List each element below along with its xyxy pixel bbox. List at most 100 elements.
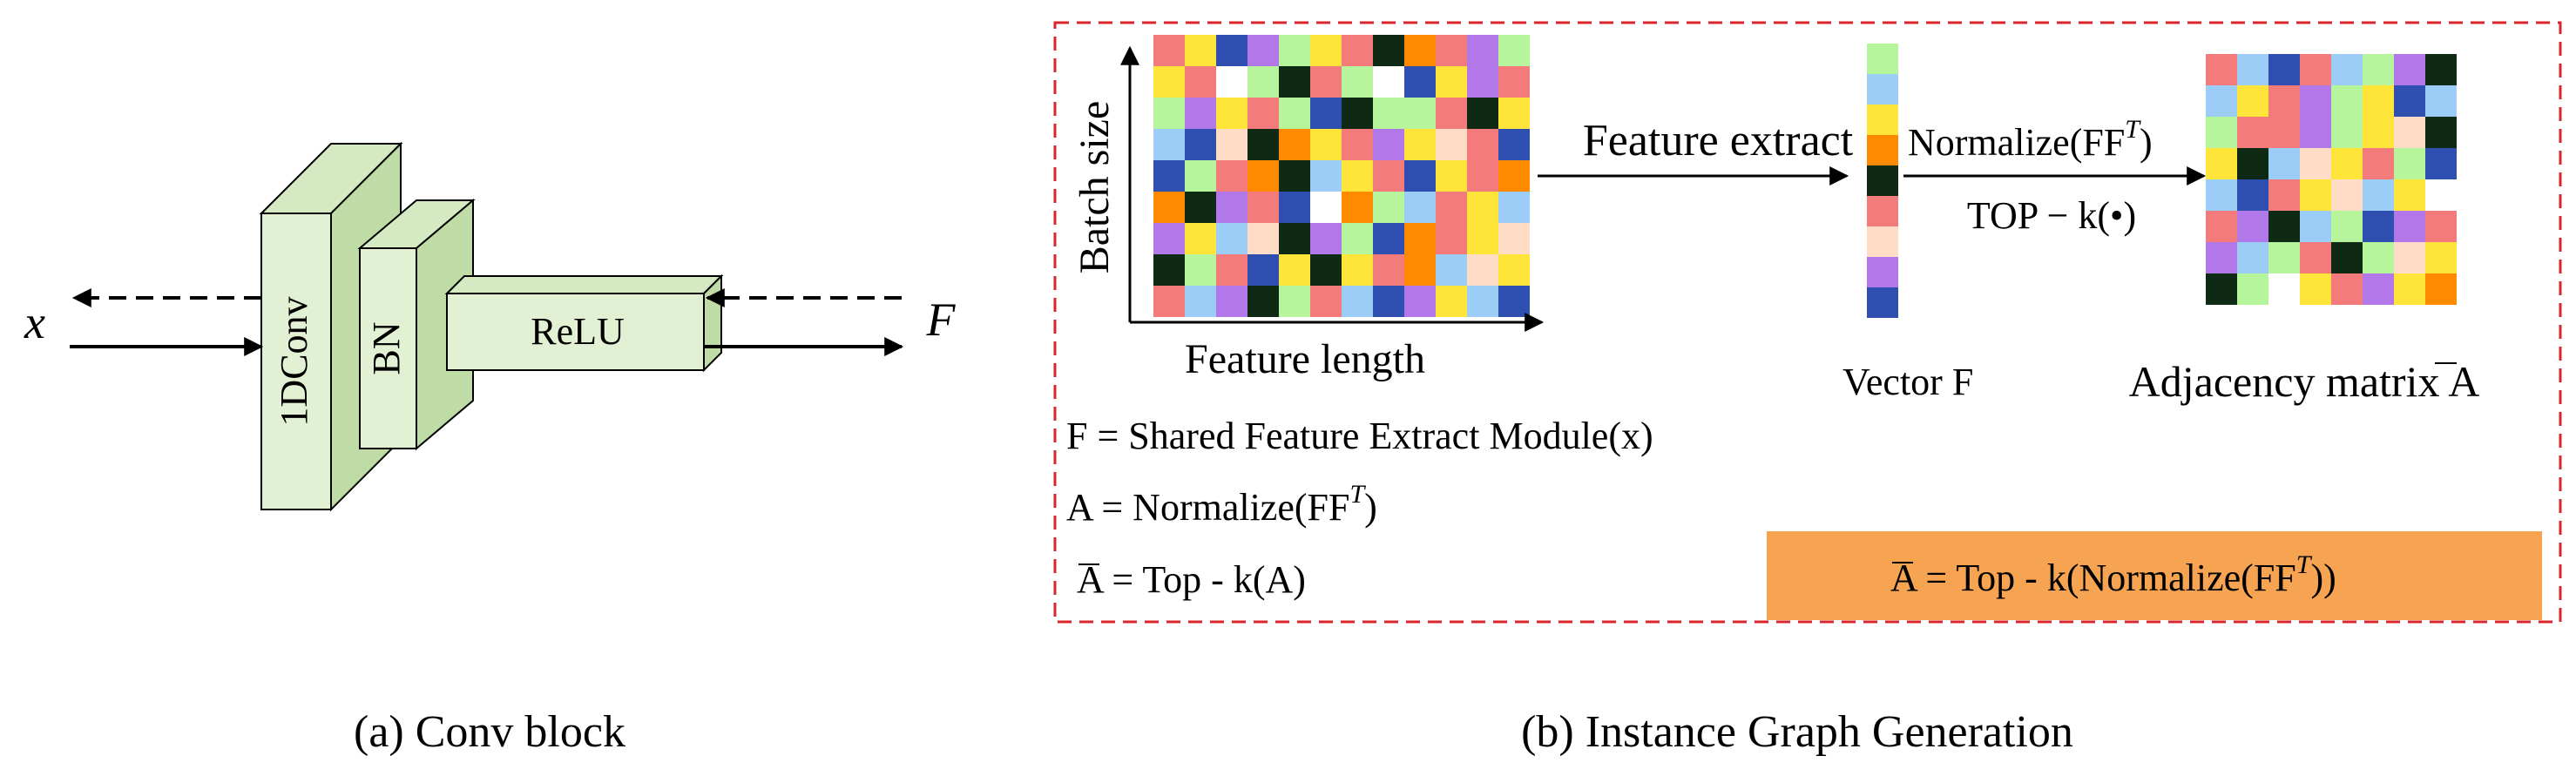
adjacency-matrix-cell	[2206, 117, 2237, 148]
batch-matrix-cell	[1247, 254, 1279, 286]
bn-layer: BN	[357, 198, 476, 451]
adjacency-matrix-cell	[2331, 85, 2363, 117]
batch-matrix-cell	[1498, 192, 1530, 223]
batch-matrix-cell	[1153, 129, 1185, 160]
batch-matrix-cell	[1216, 98, 1247, 129]
batch-matrix-cell	[1436, 98, 1467, 129]
batch-matrix-cell	[1342, 160, 1373, 192]
batch-matrix-cell	[1279, 98, 1310, 129]
adjacency-matrix-cell	[2206, 242, 2237, 273]
adjacency-matrix-cell	[2425, 148, 2457, 179]
batch-matrix-cell	[1247, 35, 1279, 66]
batch-matrix-cell	[1436, 254, 1467, 286]
batch-matrix-cell	[1216, 192, 1247, 223]
batch-matrix-cell	[1185, 254, 1216, 286]
adjacency-matrix-cell	[2394, 273, 2425, 305]
vector-f-cell	[1867, 74, 1898, 105]
adjacency-matrix-cell	[2331, 242, 2363, 273]
batch-matrix-cell	[1342, 192, 1373, 223]
batch-matrix-cell	[1185, 160, 1216, 192]
batch-matrix-cell	[1247, 98, 1279, 129]
adjacency-matrix-cell	[2331, 117, 2363, 148]
batch-matrix-cell	[1153, 223, 1185, 254]
adjacency-matrix-cell	[2300, 273, 2331, 305]
batch-matrix-cell	[1498, 35, 1530, 66]
adjacency-matrix-cell	[2394, 242, 2425, 273]
batch-matrix-cell	[1498, 286, 1530, 317]
adjacency-matrix-cell	[2268, 211, 2300, 242]
adjacency-matrix-cell	[2300, 148, 2331, 179]
vector-f-cell	[1867, 196, 1898, 226]
batch-matrix-cell	[1247, 160, 1279, 192]
batch-matrix-cell	[1498, 223, 1530, 254]
batch-matrix-cell	[1279, 286, 1310, 317]
batch-matrix-cell	[1373, 160, 1404, 192]
adjacency-matrix-cell	[2425, 211, 2457, 242]
batch-matrix-cell	[1185, 129, 1216, 160]
batch-matrix-cell	[1247, 192, 1279, 223]
batch-matrix-cell	[1498, 98, 1530, 129]
batch-matrix-cell	[1153, 192, 1185, 223]
batch-matrix-cell	[1404, 286, 1436, 317]
adjacency-matrix-cell	[2425, 85, 2457, 117]
batch-matrix-cell	[1247, 129, 1279, 160]
adjacency-matrix-cell	[2331, 148, 2363, 179]
batch-matrix-cell	[1153, 35, 1185, 66]
batch-matrix-cell	[1279, 129, 1310, 160]
adjacency-matrix-cell	[2237, 148, 2268, 179]
feature-length-label: Feature length	[1185, 336, 1425, 382]
adjacency-matrix-cell	[2237, 242, 2268, 273]
adjacency-matrix-cell	[2206, 211, 2237, 242]
adjacency-matrix-cell	[2237, 179, 2268, 211]
adjacency-matrix-cell	[2268, 54, 2300, 85]
vector-f-cell	[1867, 44, 1898, 74]
adjacency-matrix-cell	[2363, 54, 2394, 85]
batch-matrix-cell	[1467, 98, 1498, 129]
batch-matrix-cell	[1373, 254, 1404, 286]
batch-matrix-cell	[1279, 223, 1310, 254]
batch-matrix-cell	[1247, 223, 1279, 254]
highlight-equation: A = Top - k(Normalize(FFT))	[1890, 550, 2336, 599]
batch-matrix-cell	[1216, 223, 1247, 254]
batch-matrix-cell	[1436, 35, 1467, 66]
batch-matrix-cell	[1216, 66, 1247, 98]
batch-matrix-cell	[1342, 35, 1373, 66]
caption-a: (a) Conv block	[354, 707, 625, 757]
batch-matrix-cell	[1153, 254, 1185, 286]
batch-matrix-cell	[1404, 35, 1436, 66]
adjacency-matrix-cell	[2300, 117, 2331, 148]
adjacency-matrix-cell	[2237, 211, 2268, 242]
batch-matrix-cell	[1467, 254, 1498, 286]
batch-matrix-cell	[1404, 223, 1436, 254]
batch-matrix-cell	[1404, 192, 1436, 223]
batch-matrix-cell	[1185, 286, 1216, 317]
normalize-label: Normalize(FFT)	[1908, 115, 2153, 164]
adjacency-matrix-cell	[2206, 54, 2237, 85]
batch-matrix-cell	[1373, 66, 1404, 98]
adjacency-matrix-cell	[2237, 85, 2268, 117]
batch-matrix-cell	[1467, 35, 1498, 66]
batch-matrix-cell	[1498, 160, 1530, 192]
adjacency-matrix-cell	[2300, 54, 2331, 85]
feature-extract-label: Feature extract	[1583, 116, 1854, 165]
bn-label: BN	[365, 321, 408, 375]
batch-matrix-cell	[1373, 98, 1404, 129]
adjacency-matrix-cell	[2268, 273, 2300, 305]
batch-matrix-cell	[1467, 160, 1498, 192]
vector-f-cell	[1867, 135, 1898, 165]
batch-matrix-cell	[1373, 223, 1404, 254]
batch-matrix-cell	[1185, 192, 1216, 223]
vector-f-cell	[1867, 165, 1898, 196]
batch-matrix-cell	[1153, 160, 1185, 192]
output-f-label: F	[926, 294, 957, 346]
adjacency-matrix-cell	[2331, 211, 2363, 242]
adjacency-matrix-cell	[2425, 273, 2457, 305]
batch-matrix-cell	[1310, 254, 1342, 286]
vector-f-cell	[1867, 105, 1898, 135]
vector-f	[1867, 44, 1898, 318]
batch-matrix-cell	[1467, 286, 1498, 317]
adjacency-matrix-cell	[2363, 242, 2394, 273]
batch-matrix-cell	[1436, 160, 1467, 192]
batch-matrix-cell	[1342, 223, 1373, 254]
